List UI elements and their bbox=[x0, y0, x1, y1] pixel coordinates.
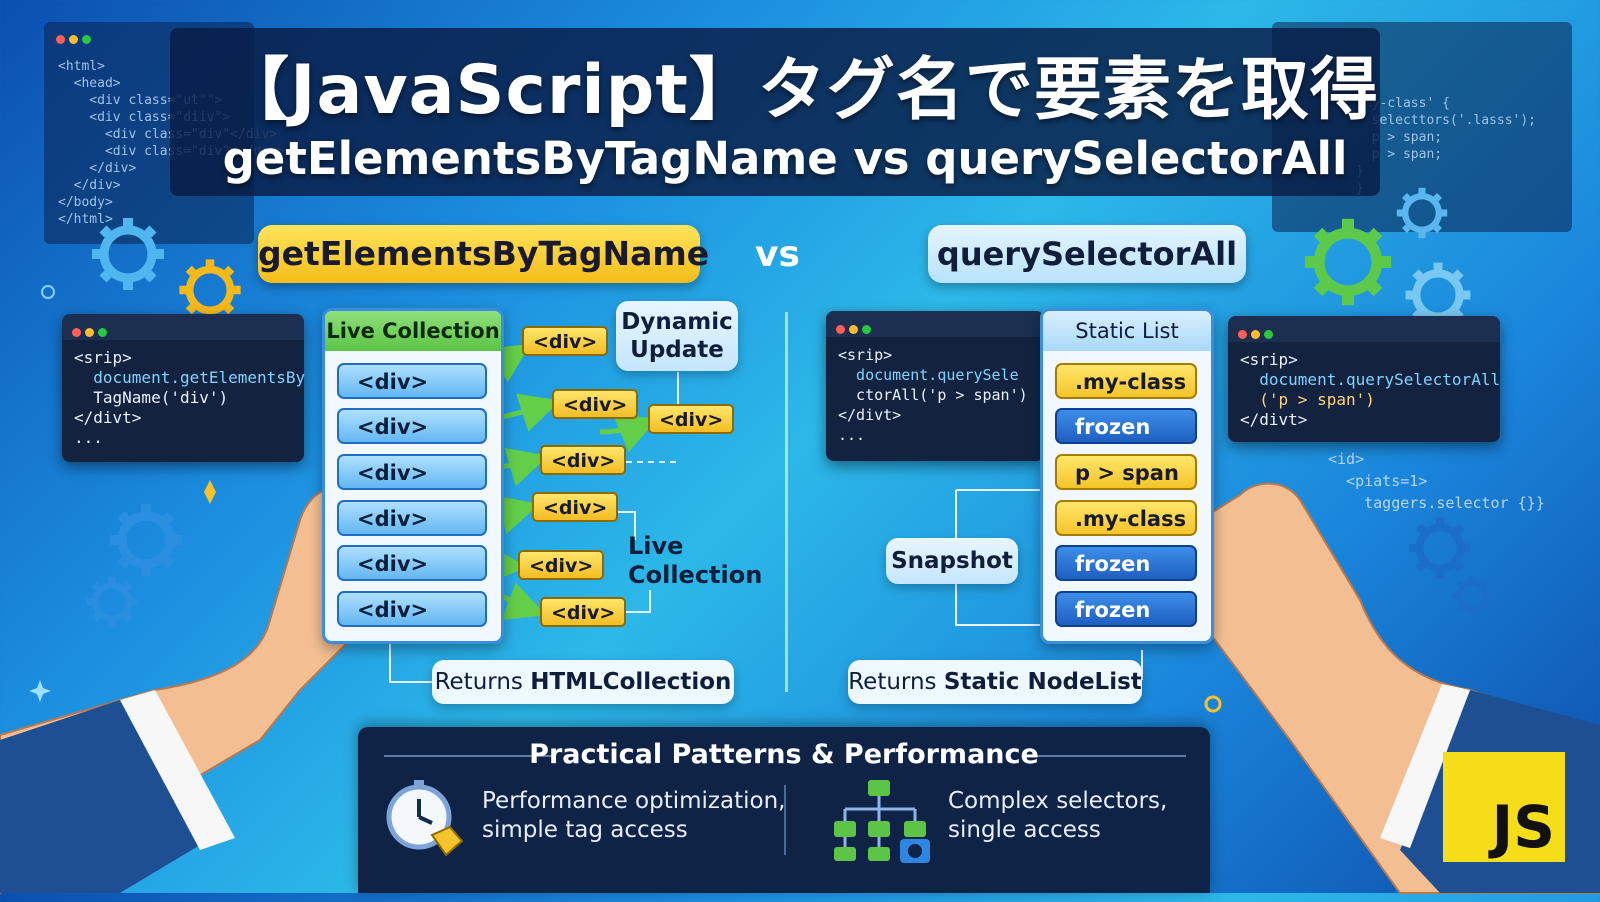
snapshot-callout: Snapshot bbox=[886, 538, 1018, 584]
method-label-queryselectorall: querySelectorAll bbox=[928, 225, 1246, 283]
list-item: <div> bbox=[337, 545, 487, 581]
live-collection-title: Live Collection bbox=[325, 311, 501, 351]
code-window-right-a: <srip> document.querySele ctorAll('p > s… bbox=[826, 311, 1044, 461]
div-tag: <div> bbox=[518, 550, 605, 580]
code-window-right-b: <srip> document.querySelectorAll ('p > s… bbox=[1228, 316, 1500, 442]
bg-code-line: <head> bbox=[58, 76, 121, 91]
list-item: <div> bbox=[337, 500, 487, 536]
bg-code-line: selecttors('.lasss'); bbox=[1356, 113, 1537, 128]
callout-line: Collection bbox=[628, 561, 763, 589]
code-line: <srip> bbox=[74, 348, 132, 367]
returns-static-nodelist-label: Returns Static NodeList bbox=[848, 660, 1142, 704]
div-tag: <div> bbox=[552, 389, 639, 419]
returns-htmlcollection-label: Returns HTMLCollection bbox=[432, 660, 734, 704]
returns-type: Static NodeList bbox=[943, 669, 1142, 695]
returns-prefix: Returns bbox=[434, 669, 531, 695]
list-item: <div> bbox=[337, 454, 487, 490]
code-line: TagName('div') bbox=[74, 388, 229, 407]
list-item: frozen bbox=[1055, 591, 1197, 627]
list-item: .my-class bbox=[1055, 363, 1197, 399]
selector-tree-icon bbox=[834, 780, 930, 863]
list-item: <div> bbox=[337, 363, 487, 399]
text-line: Performance optimization, bbox=[482, 788, 786, 814]
list-item: <div> bbox=[337, 408, 487, 444]
text-line: simple tag access bbox=[482, 817, 688, 843]
divider bbox=[1036, 755, 1186, 757]
bg-code-line: <html> bbox=[58, 59, 105, 74]
code-line: </divt> bbox=[1240, 410, 1308, 429]
callout-line: Update bbox=[630, 337, 724, 363]
code-line: <srip> bbox=[838, 346, 893, 364]
text-line: single access bbox=[948, 817, 1101, 843]
returns-type: HTMLCollection bbox=[530, 669, 732, 695]
bg-code-line: </html> bbox=[58, 212, 113, 227]
divider bbox=[384, 755, 554, 757]
live-collection-panel: Live Collection <div> <div> <div> <div> … bbox=[322, 308, 504, 644]
divider bbox=[784, 785, 786, 855]
code-line: document.querySele bbox=[838, 366, 1019, 384]
code-line: ... bbox=[74, 428, 103, 447]
center-divider bbox=[785, 312, 788, 692]
code-line: ctorAll('p > span') bbox=[838, 386, 1028, 404]
list-item: <div> bbox=[337, 591, 487, 627]
code-window-left: <srip> document.getElementsBy TagName('d… bbox=[62, 314, 306, 462]
list-item: frozen bbox=[1055, 545, 1197, 581]
bg-code-line: </div> bbox=[58, 178, 121, 193]
bg-code-line: <id> bbox=[1328, 450, 1365, 468]
list-item: .my-class bbox=[1055, 500, 1197, 536]
returns-prefix: Returns bbox=[848, 669, 944, 695]
div-tag: <div> bbox=[540, 445, 627, 475]
stopwatch-tag-icon bbox=[386, 780, 464, 857]
code-line: ('p > span') bbox=[1240, 390, 1375, 409]
code-line: document.querySelectorAll bbox=[1240, 370, 1501, 389]
bottom-right-text: Complex selectors, single access bbox=[948, 787, 1167, 845]
vs-label: vs bbox=[755, 234, 800, 275]
dynamic-update-callout: Dynamic Update bbox=[616, 301, 738, 371]
div-tag: <div> bbox=[522, 326, 609, 356]
practical-patterns-title: Practical Patterns & Performance bbox=[529, 739, 1039, 770]
method-label-getelementsbytagname: getElementsByTagName bbox=[258, 225, 709, 283]
practical-patterns-panel: Practical Patterns & Performance Perform… bbox=[358, 727, 1210, 893]
div-tag: <div> bbox=[648, 404, 735, 434]
code-line: document.getElementsBy bbox=[74, 368, 306, 387]
list-item: p > span bbox=[1055, 454, 1197, 490]
bottom-left-text: Performance optimization, simple tag acc… bbox=[482, 787, 785, 845]
title-band bbox=[170, 28, 1380, 196]
bg-code-line: <piats=1> bbox=[1328, 472, 1428, 490]
bg-code-right-lower: <id> <piats=1> taggers.selector {}} bbox=[1328, 448, 1545, 514]
text-line: Complex selectors, bbox=[948, 788, 1168, 814]
js-logo: JS bbox=[1443, 752, 1565, 862]
bg-code-line: </body> bbox=[58, 195, 113, 210]
callout-line: Live bbox=[628, 532, 684, 560]
live-collection-callout: Live Collection bbox=[628, 532, 762, 590]
bg-code-line: taggers.selector {}} bbox=[1328, 494, 1545, 512]
page-subtitle: getElementsByTagName vs querySelectorAll bbox=[222, 132, 1348, 185]
left-hand bbox=[0, 487, 382, 895]
code-line: <srip> bbox=[1240, 350, 1298, 369]
code-line: </divt> bbox=[74, 408, 142, 427]
list-item: frozen bbox=[1055, 408, 1197, 444]
div-tag: <div> bbox=[532, 492, 619, 522]
static-list-panel: Static List .my-class frozen p > span .m… bbox=[1040, 308, 1214, 644]
div-tag: <div> bbox=[540, 597, 627, 627]
page-title: 【JavaScript】タグ名で要素を取得 bbox=[221, 51, 1379, 130]
bg-code-line: </div> bbox=[58, 161, 137, 176]
static-list-title: Static List bbox=[1043, 311, 1211, 351]
callout-line: Dynamic bbox=[621, 309, 733, 335]
code-line: </divt> bbox=[838, 406, 902, 424]
code-line: ... bbox=[838, 426, 866, 444]
